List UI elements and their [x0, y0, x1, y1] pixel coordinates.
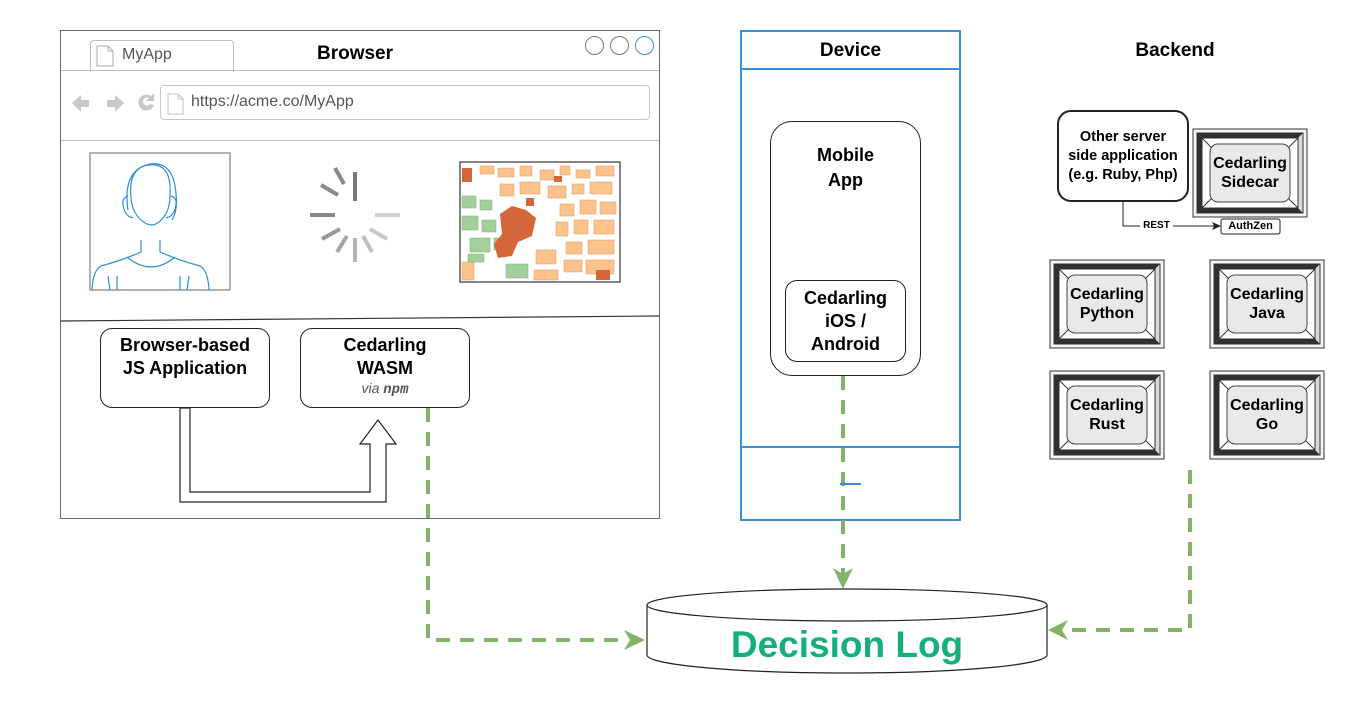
server-app-line2: side application [1068, 147, 1178, 164]
back-arrow-icon [72, 95, 89, 112]
server-app-box[interactable]: Other server side application (e.g. Ruby… [1057, 110, 1189, 202]
cedarling-mobile-line3: Android [811, 334, 880, 354]
server-app-line1: Other server [1079, 128, 1167, 145]
refresh-icon [138, 93, 154, 111]
window-button-2[interactable] [610, 36, 629, 55]
wasm-line2: WASM [357, 358, 413, 378]
device-header-divider [741, 68, 960, 70]
cedarling-mobile-line2: iOS / [824, 311, 866, 331]
rest-connector [1122, 202, 1217, 227]
tab-page-icon [96, 45, 114, 67]
browser-tab[interactable] [90, 40, 234, 72]
authzen-box [1220, 218, 1281, 235]
mobile-app-line2: App [828, 170, 863, 190]
rest-arrowhead [1212, 222, 1221, 230]
window-button-1[interactable] [585, 36, 604, 55]
wasm-flow-arrowhead [624, 630, 645, 650]
mobile-app-line1: Mobile [817, 145, 874, 165]
backend-title: Backend [1135, 40, 1215, 61]
device-title: Device [819, 40, 882, 61]
rust-line1: Cedarling [1070, 397, 1144, 414]
city-map-image [459, 161, 621, 283]
toolbar-divider [61, 140, 659, 141]
user-avatar-icon [89, 152, 231, 291]
sidecar-line1: Cedarling [1213, 155, 1287, 172]
url-page-icon [167, 93, 184, 115]
cedarling-wasm-box[interactable]: Cedarling WASM via npm [300, 328, 470, 408]
rest-label: REST [1143, 220, 1170, 231]
js-app-line1: Browser-based [119, 335, 251, 355]
server-app-line3: (e.g. Ruby, Php) [1068, 166, 1178, 183]
java-line1: Cedarling [1230, 286, 1304, 303]
cedarling-rust[interactable]: Cedarling Rust [1067, 386, 1147, 444]
js-to-wasm-arrow [179, 407, 398, 503]
js-app-line2: JS Application [122, 358, 248, 378]
cedarling-sidecar[interactable]: Cedarling Sidecar [1210, 144, 1290, 202]
js-application-box[interactable]: Browser-based JS Application [100, 328, 270, 408]
python-line1: Cedarling [1070, 286, 1144, 303]
forward-arrow-icon [107, 95, 124, 112]
device-frame [740, 30, 961, 521]
decision-log-cylinder [646, 588, 1048, 674]
cedarling-mobile-line1: Cedarling [803, 288, 887, 308]
sidecar-line2: Sidecar [1221, 174, 1279, 191]
via-text: via [361, 380, 380, 396]
wasm-via-npm: via npm [361, 380, 408, 398]
mobile-flow-arrowhead [833, 568, 853, 589]
cedarling-java[interactable]: Cedarling Java [1227, 275, 1307, 333]
npm-text: npm [383, 382, 409, 398]
cedarling-mobile-box[interactable]: Cedarling iOS / Android [785, 280, 906, 362]
content-divider [60, 315, 660, 322]
java-line2: Java [1249, 305, 1285, 322]
tab-bar-divider [61, 70, 659, 71]
url-bar[interactable] [160, 85, 650, 120]
authzen-label[interactable]: AuthZen [1228, 220, 1273, 232]
window-button-3[interactable] [635, 36, 654, 55]
browser-window [60, 30, 660, 519]
url-text[interactable]: https://acme.co/MyApp [191, 93, 354, 110]
browser-title: Browser [316, 43, 394, 64]
python-line2: Python [1079, 305, 1135, 322]
tab-label: MyApp [122, 46, 172, 63]
device-footer-divider [741, 446, 960, 448]
backend-flow-arrowhead [1048, 620, 1068, 640]
loading-spinner-icon [310, 167, 400, 262]
cedarling-python[interactable]: Cedarling Python [1067, 275, 1147, 333]
rust-line2: Rust [1089, 416, 1125, 433]
wasm-to-log-flow [426, 408, 628, 642]
backend-to-log-flow [1060, 470, 1192, 632]
go-line1: Cedarling [1230, 397, 1304, 414]
wasm-line1: Cedarling [343, 335, 427, 355]
decision-log-label[interactable]: Decision Log [730, 624, 964, 665]
go-line2: Go [1255, 416, 1279, 433]
cedarling-go[interactable]: Cedarling Go [1227, 386, 1307, 444]
